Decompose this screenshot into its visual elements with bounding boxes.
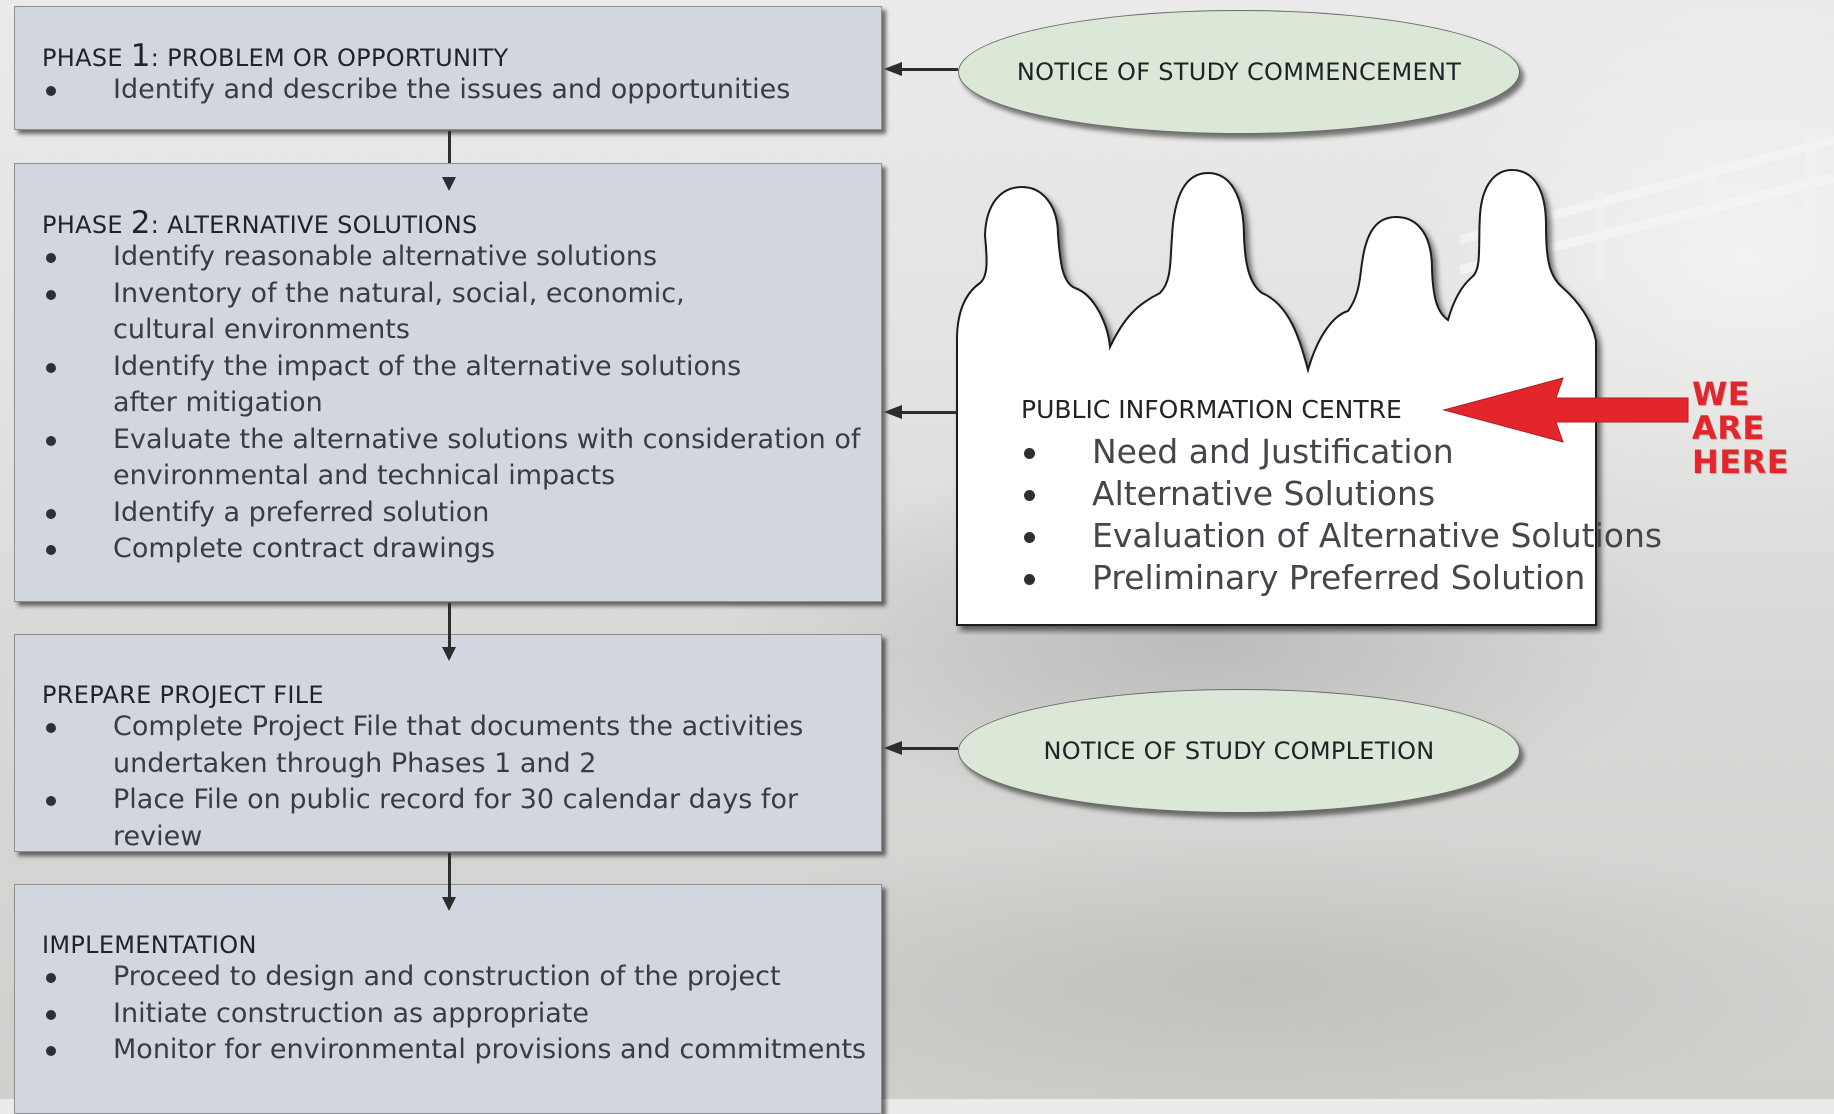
- bullet-icon: [1024, 532, 1035, 543]
- implementation-box: IMPLEMENTATION Proceed to design and con…: [14, 884, 882, 1114]
- list-item: Identify the impact of the alternative s…: [42, 349, 881, 422]
- list-item: Evaluate the alternative solutions with …: [42, 422, 881, 495]
- connector-phase1-phase2: [448, 131, 451, 163]
- pic-title: PUBLIC INFORMATION CENTRE: [1021, 395, 1402, 424]
- list-item: Identify reasonable alternative solution…: [42, 239, 881, 276]
- list-item: Need and Justification: [1021, 431, 1662, 473]
- bullet-icon: [46, 253, 56, 263]
- bullet-icon: [46, 723, 56, 733]
- arrow-down-icon: [442, 647, 456, 661]
- we-are-here-label: WE ARE HERE: [1692, 375, 1790, 481]
- connector-file-implementation: [448, 853, 451, 898]
- bullet-icon: [46, 796, 56, 806]
- phase-2-title: PHASE 2: ALTERNATIVE SOLUTIONS: [42, 205, 478, 241]
- list-item: Evaluation of Alternative Solutions: [1021, 515, 1662, 557]
- arrow-down-icon: [442, 177, 456, 191]
- notice-study-completion: NOTICE OF STUDY COMPLETION: [958, 689, 1520, 813]
- list-item: Identify and describe the issues and opp…: [42, 72, 881, 109]
- list-item: Monitor for environmental provisions and…: [42, 1032, 881, 1069]
- bullet-icon: [46, 973, 56, 983]
- connector-commencement: [900, 68, 958, 71]
- notice-study-commencement: NOTICE OF STUDY COMMENCEMENT: [958, 10, 1520, 134]
- list-item: Initiate construction as appropriate: [42, 996, 881, 1033]
- bullet-icon: [46, 1046, 56, 1056]
- bullet-icon: [46, 545, 56, 555]
- we-are-here-arrow-icon: [1442, 377, 1689, 443]
- list-item: Proceed to design and construction of th…: [42, 959, 881, 996]
- list-item: Complete contract drawings: [42, 531, 881, 568]
- public-information-centre-silhouette: [956, 168, 1597, 626]
- list-item: Alternative Solutions: [1021, 473, 1662, 515]
- list-item: Complete Project File that documents the…: [42, 709, 881, 782]
- connector-completion: [900, 747, 958, 750]
- arrow-down-icon: [442, 897, 456, 911]
- connector-phase2-file: [448, 603, 451, 648]
- notice-commencement-label: NOTICE OF STUDY COMMENCEMENT: [1016, 58, 1462, 86]
- phase-1-title: PHASE 1: PROBLEM OR OPPORTUNITY: [42, 38, 509, 74]
- prepare-project-file-box: PREPARE PROJECT FILE Complete Project Fi…: [14, 634, 882, 852]
- arrow-left-icon: [884, 405, 902, 419]
- public-information-centre: PUBLIC INFORMATION CENTRE Need and Justi…: [1021, 396, 1662, 599]
- prepare-project-file-title: PREPARE PROJECT FILE: [42, 681, 324, 709]
- list-item: Identify a preferred solution: [42, 495, 881, 532]
- notice-completion-label: NOTICE OF STUDY COMPLETION: [1043, 737, 1435, 765]
- bullet-icon: [1024, 490, 1035, 501]
- connector-public-information-centre: [900, 411, 957, 414]
- bullet-icon: [46, 1009, 56, 1020]
- list-item: Place File on public record for 30 calen…: [42, 782, 881, 855]
- bullet-icon: [46, 289, 56, 300]
- arrow-left-icon: [884, 62, 902, 76]
- phase-2-box: PHASE 2: ALTERNATIVE SOLUTIONS Identify …: [14, 163, 882, 602]
- implementation-title: IMPLEMENTATION: [42, 931, 257, 959]
- phase-1-box: PHASE 1: PROBLEM OR OPPORTUNITY Identify…: [14, 6, 882, 130]
- bullet-icon: [46, 435, 56, 446]
- list-item: Inventory of the natural, social, econom…: [42, 276, 881, 349]
- bullet-icon: [46, 508, 56, 519]
- bullet-icon: [1024, 448, 1035, 459]
- bullet-icon: [46, 362, 56, 373]
- bullet-icon: [46, 86, 56, 96]
- list-item: Preliminary Preferred Solution: [1021, 557, 1662, 599]
- arrow-left-icon: [884, 741, 902, 755]
- bullet-icon: [1024, 574, 1035, 585]
